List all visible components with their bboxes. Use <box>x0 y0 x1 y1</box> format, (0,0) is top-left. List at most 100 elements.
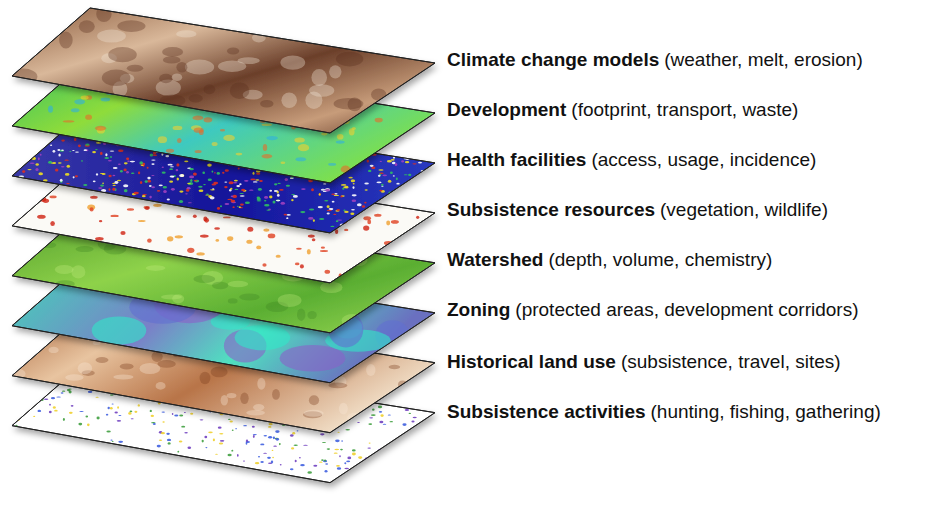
texture-speck <box>344 229 348 231</box>
texture-speck <box>279 443 281 445</box>
texture-speck <box>211 367 228 378</box>
texture-speck <box>210 189 215 190</box>
texture-speck <box>223 217 231 219</box>
texture-speck <box>109 188 111 191</box>
texture-speck <box>157 360 175 368</box>
texture-speck <box>264 200 266 202</box>
texture-speck <box>307 249 311 254</box>
texture-speck <box>332 201 335 203</box>
texture-speck <box>50 196 57 199</box>
texture-speck <box>318 206 323 208</box>
texture-speck <box>229 181 234 184</box>
texture-speck <box>227 48 239 55</box>
texture-speck <box>365 189 368 191</box>
layer-label: Subsistence resources(vegetation, wildli… <box>447 198 828 222</box>
texture-speck <box>324 200 328 201</box>
texture-speck <box>49 347 59 353</box>
texture-speck <box>218 427 222 429</box>
texture-speck <box>67 165 70 168</box>
texture-speck <box>53 162 57 164</box>
texture-speck <box>357 216 360 219</box>
texture-speck <box>113 375 133 380</box>
texture-speck <box>274 190 278 192</box>
texture-speck <box>49 411 52 413</box>
texture-speck <box>185 193 188 194</box>
texture-speck <box>349 471 353 473</box>
texture-speck <box>347 457 351 460</box>
texture-speck <box>255 462 259 464</box>
texture-speck <box>418 162 422 164</box>
texture-speck <box>85 144 89 146</box>
texture-speck <box>131 418 134 419</box>
texture-speck <box>231 196 234 198</box>
texture-speck <box>393 175 395 176</box>
texture-speck <box>269 196 272 199</box>
texture-speck <box>280 464 282 465</box>
texture-speck <box>102 183 104 185</box>
texture-speck <box>247 227 253 232</box>
texture-speck <box>200 419 204 420</box>
texture-speck <box>362 205 365 208</box>
texture-speck <box>405 409 409 411</box>
texture-speck <box>49 404 51 406</box>
texture-speck <box>69 412 73 414</box>
texture-speck <box>216 239 220 242</box>
texture-speck <box>81 96 89 100</box>
texture-speck <box>134 192 139 195</box>
texture-speck <box>273 200 276 203</box>
texture-speck <box>71 405 74 407</box>
texture-speck <box>239 183 241 185</box>
texture-speck <box>386 221 390 226</box>
texture-speck <box>233 182 237 183</box>
texture-speck <box>325 188 330 191</box>
texture-speck <box>290 468 294 470</box>
texture-speck <box>118 150 123 152</box>
texture-speck <box>253 435 255 438</box>
texture-speck <box>237 57 259 64</box>
layer-name: Subsistence resources <box>447 199 655 220</box>
texture-speck <box>353 183 355 184</box>
texture-speck <box>222 172 224 174</box>
texture-speck <box>352 199 357 202</box>
layer-name: Health facilities <box>447 149 586 170</box>
texture-speck <box>179 440 183 442</box>
texture-speck <box>169 168 173 170</box>
texture-speck <box>51 397 55 399</box>
texture-speck <box>167 199 170 201</box>
texture-speck <box>212 142 218 146</box>
texture-speck <box>325 463 328 465</box>
texture-speck <box>185 59 214 74</box>
texture-speck <box>162 171 166 173</box>
texture-speck <box>272 450 274 451</box>
texture-speck <box>388 414 391 415</box>
texture-speck <box>230 200 235 203</box>
texture-speck <box>153 204 162 207</box>
texture-speck <box>127 208 134 210</box>
texture-speck <box>189 168 194 170</box>
texture-speck <box>177 178 179 181</box>
texture-speck <box>196 252 204 255</box>
texture-speck <box>395 163 398 166</box>
texture-speck <box>90 196 98 199</box>
layer-name: Historical land use <box>447 351 616 372</box>
texture-speck <box>149 185 152 187</box>
texture-speck <box>368 423 372 425</box>
texture-speck <box>341 195 345 197</box>
texture-speck <box>350 212 354 215</box>
texture-speck <box>224 186 227 188</box>
texture-speck <box>95 126 106 131</box>
texture-speck <box>190 179 192 182</box>
texture-speck <box>64 160 68 161</box>
texture-speck <box>151 160 155 161</box>
texture-speck <box>176 30 196 37</box>
texture-speck <box>347 413 364 423</box>
texture-speck <box>379 421 383 424</box>
layer-name: Subsistence activities <box>447 401 646 422</box>
texture-speck <box>208 178 212 181</box>
texture-speck <box>351 209 355 211</box>
texture-speck <box>300 211 305 213</box>
texture-speck <box>54 410 58 412</box>
texture-speck <box>352 127 356 130</box>
layer-name: Watershed <box>447 249 543 270</box>
texture-speck <box>188 182 193 185</box>
